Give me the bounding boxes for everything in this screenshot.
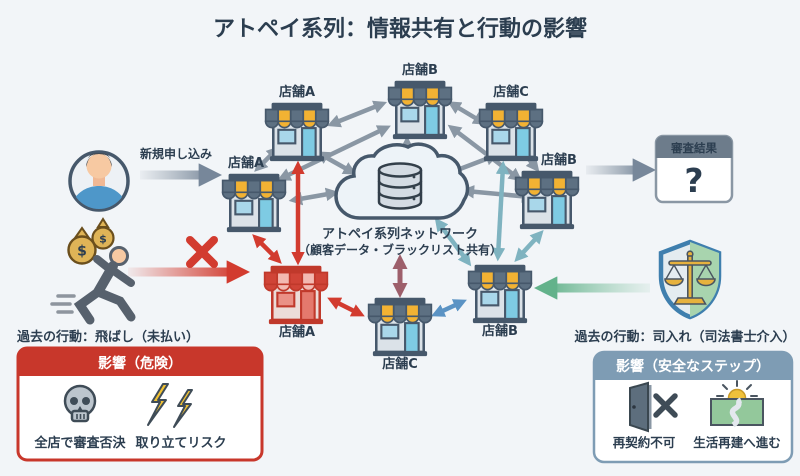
application-label: 新規申し込み bbox=[140, 146, 212, 161]
cloud-label-line2: （顧客データ・ブラックリスト共有） bbox=[298, 242, 502, 257]
store-node-top: 店舗B bbox=[388, 62, 452, 140]
danger-impact-2: 取り立てリスク bbox=[135, 435, 226, 451]
store-node-bottom-left-flagged: 店舗A bbox=[264, 265, 328, 340]
network-links-colored bbox=[252, 160, 544, 317]
store-icon bbox=[388, 80, 452, 140]
store-label: 店舗B bbox=[482, 323, 518, 339]
store-node-bottom-right: 店舗B bbox=[468, 264, 532, 339]
review-result-title: 審査結果 bbox=[670, 141, 717, 155]
skull-icon bbox=[63, 384, 97, 423]
safe-action-label: 過去の行動：司入れ（司法書士介入） bbox=[573, 329, 795, 345]
store-node-bottom: 店舗C bbox=[368, 297, 432, 372]
question-mark-icon: ? bbox=[684, 161, 703, 200]
store-label: 店舗B bbox=[402, 62, 438, 78]
database-icon bbox=[377, 162, 423, 210]
danger-impact-title: 影響（危険） bbox=[98, 355, 182, 372]
cloud-label-line1: アトペイ系列ネットワーク bbox=[322, 226, 478, 242]
legal-shield-icon bbox=[658, 239, 722, 320]
lightning-icon bbox=[147, 383, 193, 428]
store-node-mid-right: 店舗B bbox=[515, 152, 579, 230]
scales-icon bbox=[664, 250, 716, 305]
money-bag-icon: $ $ bbox=[67, 217, 115, 265]
store-label: 店舗C bbox=[493, 84, 529, 100]
closed-door-icon bbox=[629, 381, 678, 433]
store-node-top-left: 店舗A bbox=[265, 84, 329, 162]
store-icon bbox=[468, 264, 532, 324]
store-label: 店舗A bbox=[228, 155, 264, 171]
safe-impact-2: 生活再建へ進む bbox=[693, 435, 781, 450]
store-icon-flagged bbox=[264, 265, 328, 325]
store-label: 店舗A bbox=[279, 84, 315, 100]
store-icon bbox=[265, 102, 329, 162]
safe-impact-title: 影響（安全なステップ） bbox=[616, 358, 770, 375]
store-icon bbox=[222, 173, 286, 233]
store-label: 店舗B bbox=[541, 152, 577, 168]
danger-action-label: 過去の行動：飛ばし（未払い） bbox=[16, 329, 199, 345]
svg-text:$: $ bbox=[77, 244, 87, 260]
svg-text:$: $ bbox=[99, 233, 107, 246]
x-mark-icon bbox=[186, 236, 218, 268]
store-icon bbox=[479, 102, 543, 162]
applicant-avatar bbox=[68, 150, 130, 212]
sunrise-path-icon bbox=[710, 380, 764, 428]
safe-impact-1: 再契約不可 bbox=[613, 435, 676, 450]
store-node-top-right: 店舗C bbox=[479, 84, 543, 162]
page-title: アトペイ系列：情報共有と行動の影響 bbox=[213, 16, 587, 42]
shared-network-cloud: アトペイ系列ネットワーク （顧客データ・ブラックリスト共有） bbox=[298, 142, 502, 257]
store-icon bbox=[515, 170, 579, 230]
danger-impact-box: 影響（危険） 全店で審査否決 取り立てリスク bbox=[16, 346, 264, 462]
store-icon bbox=[368, 297, 432, 357]
store-label: 店舗C bbox=[382, 356, 418, 372]
store-node-mid-left: 店舗A bbox=[222, 155, 286, 233]
runner-icon: $ $ bbox=[50, 217, 136, 325]
danger-impact-1: 全店で審査否決 bbox=[33, 435, 126, 451]
store-label: 店舗A bbox=[279, 324, 315, 340]
safe-impact-box: 影響（安全なステップ） 再契約不可 生活再建へ進む bbox=[592, 350, 794, 464]
review-result-card: 審査結果 ? bbox=[654, 134, 734, 204]
